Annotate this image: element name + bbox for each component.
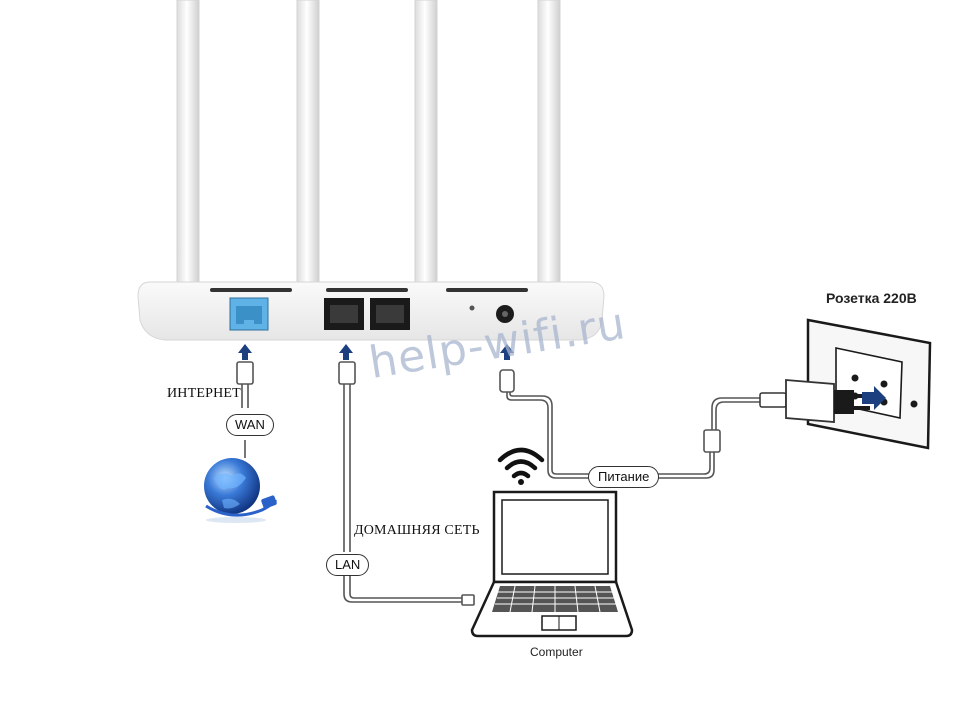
home-network-label: ДОМАШНЯЯ СЕТЬ	[354, 523, 480, 538]
wan-badge: WAN	[226, 414, 274, 436]
lan-port-1	[324, 298, 364, 330]
connect-arrows	[238, 344, 514, 360]
power-adapter-icon	[759, 379, 886, 423]
power-cable	[499, 369, 764, 479]
computer-label: Computer	[530, 645, 583, 659]
internet-label: ИНТЕРНЕТ	[167, 386, 241, 401]
lan-port-2	[370, 298, 410, 330]
power-badge: Питание	[588, 466, 660, 488]
wan-cable	[236, 361, 254, 458]
laptop-icon	[470, 490, 634, 638]
lan-badge: LAN	[326, 554, 370, 576]
reset-hole	[469, 305, 475, 311]
globe-icon	[204, 458, 278, 523]
lan-cable	[338, 361, 475, 606]
wan-port	[229, 297, 269, 331]
socket-label: Розетка 220В	[826, 290, 917, 306]
wifi-icon	[497, 447, 545, 485]
antennas	[176, 0, 561, 321]
router	[137, 0, 605, 341]
